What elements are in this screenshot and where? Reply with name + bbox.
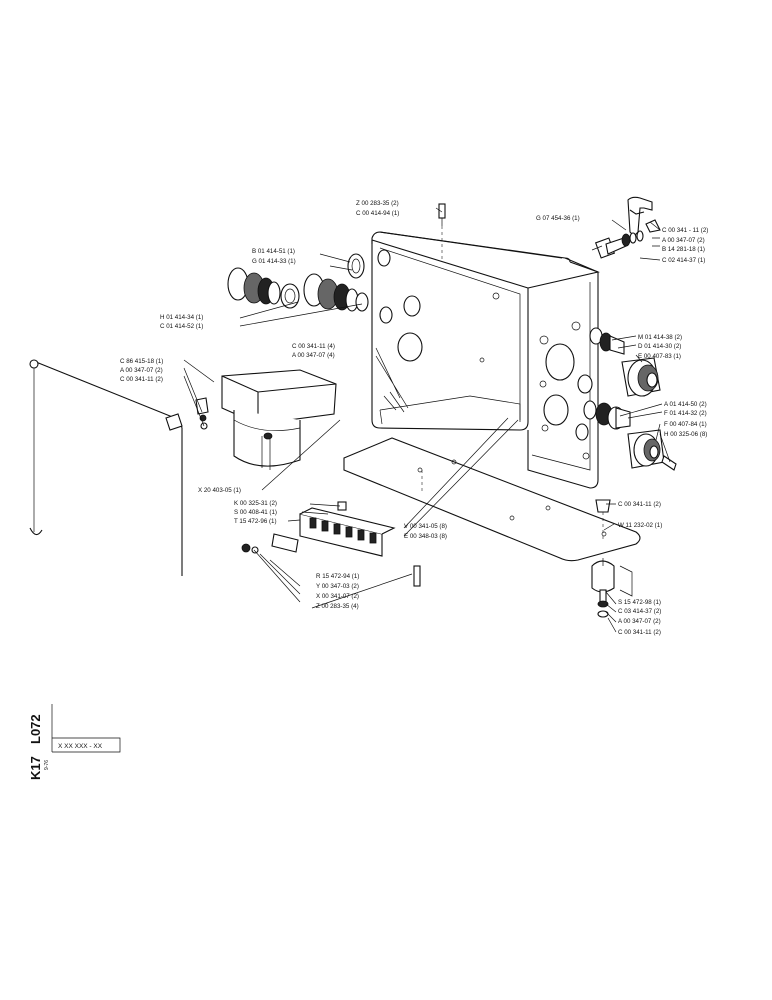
callout-label: A 00 347-07 (2) — [662, 237, 705, 244]
right-connectors — [583, 327, 677, 471]
callout-label: C 02 414-37 (1) — [662, 257, 705, 264]
callout-label: A 00 347-07 (2) — [618, 618, 661, 625]
callout-label: X 00 341-07 (2) — [316, 593, 359, 600]
hole — [377, 249, 391, 267]
callout-label: G 01 414-33 (1) — [252, 258, 296, 265]
cable-glands — [227, 253, 369, 312]
callout-label: T 15 472-96 (1) — [234, 518, 277, 525]
leader-lines — [183, 207, 671, 633]
drawing-code-part2: L072 — [28, 714, 43, 744]
callout-label: C 86 415-18 (1) — [120, 358, 163, 365]
hole — [577, 374, 593, 394]
callout-label: D 01 414-30 (2) — [638, 343, 681, 350]
hole — [582, 452, 590, 460]
callout-label: M 01 414-38 (2) — [638, 334, 682, 341]
hole — [541, 424, 549, 432]
hole — [479, 357, 485, 363]
hole — [492, 292, 500, 300]
callout-label: C 00 341-11 (2) — [120, 376, 163, 383]
callout-label: C 00 341-11 (4) — [292, 343, 335, 350]
callout-label: S 00 408-41 (1) — [234, 509, 277, 516]
callout-label: G 07 454-36 (1) — [536, 215, 580, 222]
callout-label: X 20 403-05 (1) — [198, 487, 241, 494]
callout-label: E 00 407-83 (1) — [638, 353, 681, 360]
ground-rod — [29, 359, 183, 576]
callout-label: C 01 414-52 (1) — [160, 323, 203, 330]
callout-label: F 00 407-84 (1) — [664, 421, 707, 428]
callout-label: S 15 472-98 (1) — [618, 599, 661, 606]
callout-label: B 14 281-18 (1) — [662, 246, 705, 253]
callout-label: Z 00 283-35 (4) — [316, 603, 359, 610]
anti-vibration-mount — [591, 499, 633, 618]
hole — [403, 295, 421, 317]
callout-label: B 01 414-51 (1) — [252, 248, 295, 255]
callout-label: C 00 341-11 (2) — [618, 629, 661, 636]
callout-label: A 00 347-07 (2) — [120, 367, 163, 374]
hole — [575, 423, 589, 441]
drawing-code-part1: K17 — [28, 756, 43, 780]
serial-number-label: X XX XXX - XX — [58, 743, 103, 750]
drawing-date: 9-76 — [44, 760, 50, 770]
callout-label: A 00 347-07 (4) — [292, 352, 335, 359]
callout-label: C 00 341 - 11 (2) — [662, 227, 708, 234]
hole — [539, 335, 549, 345]
hole — [379, 306, 393, 324]
callout-label: F 01 414-32 (2) — [664, 410, 707, 417]
callout-label: R 15 472-94 (1) — [316, 573, 359, 580]
terminal-strip — [241, 501, 421, 587]
top-screw — [438, 203, 446, 262]
callout-label: W 11 232-02 (1) — [618, 522, 662, 529]
callout-label: C 03 414-37 (2) — [618, 608, 661, 615]
callout-label: H 01 414-34 (1) — [160, 314, 203, 321]
callout-label: K 00 325-31 (2) — [234, 500, 277, 507]
hole — [543, 394, 569, 426]
callout-labels: Z 00 283-35 (2) C 00 414-94 (1) G 07 454… — [120, 200, 708, 636]
callout-label: Y 00 347-03 (2) — [316, 583, 359, 590]
hole — [539, 380, 547, 388]
callout-label: E 00 348-03 (8) — [404, 533, 447, 540]
base-plate — [343, 437, 641, 562]
transformer — [195, 369, 337, 470]
top-right-bracket — [591, 196, 661, 259]
hole — [545, 343, 575, 381]
enclosure-box — [371, 231, 600, 489]
callout-label: C 00 414-94 (1) — [356, 210, 399, 217]
callout-label: A 01 414-50 (2) — [664, 401, 707, 408]
hole — [397, 332, 423, 362]
callout-label: C 00 341-11 (2) — [618, 501, 661, 508]
callout-label: Z 00 283-35 (2) — [356, 200, 399, 207]
title-block: K17 L072 9-76 X XX XXX - XX — [28, 704, 121, 780]
hole — [571, 321, 581, 331]
callout-label: V 00 341-05 (8) — [404, 523, 447, 530]
callout-label: H 00 325-06 (8) — [664, 431, 707, 438]
